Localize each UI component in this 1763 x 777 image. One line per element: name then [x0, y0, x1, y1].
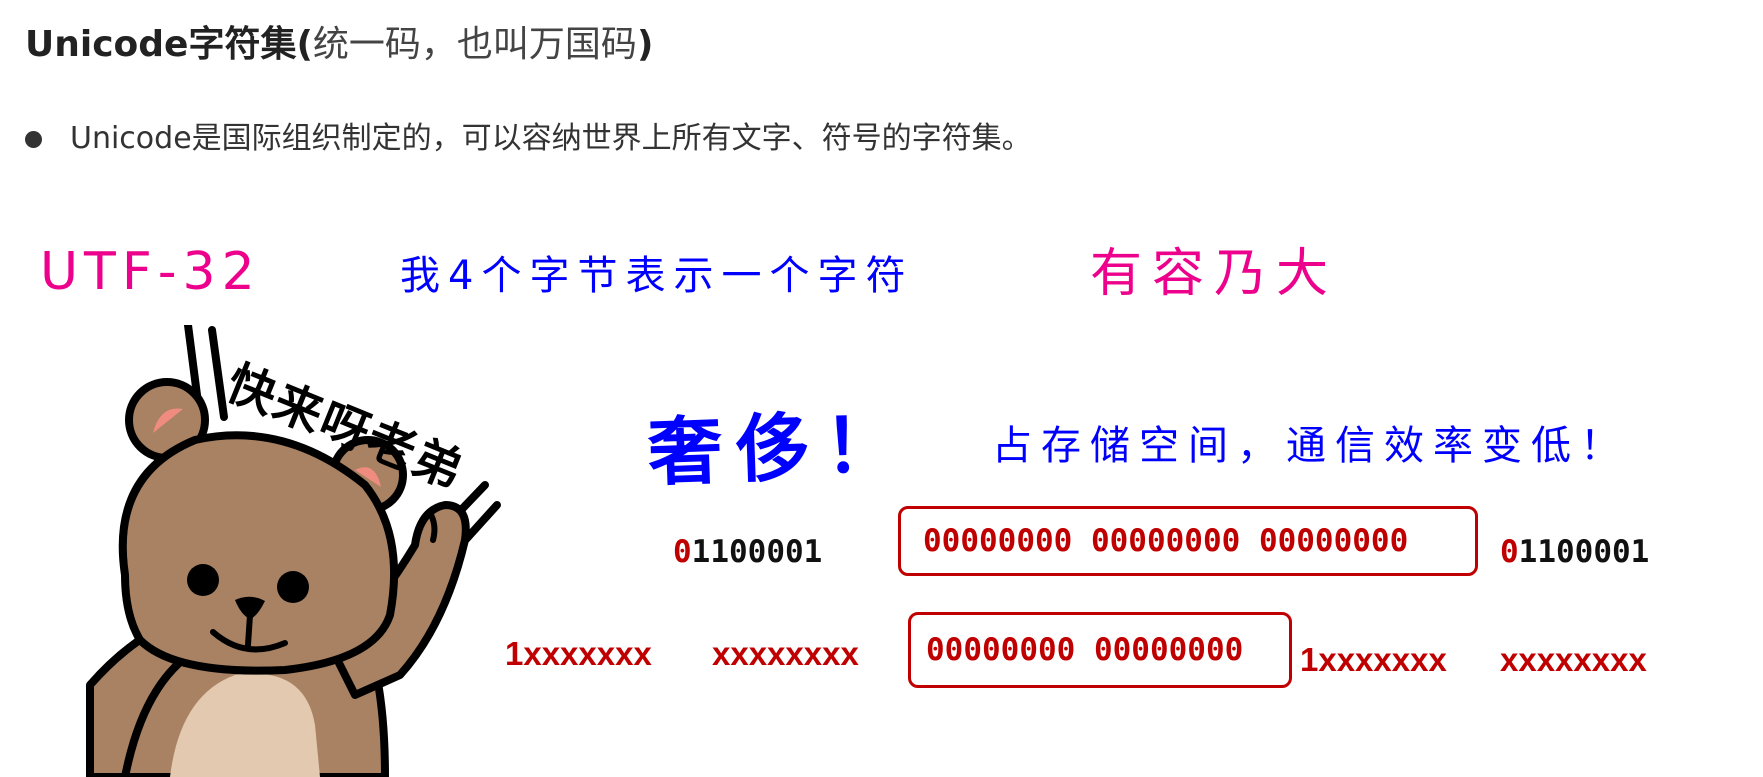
- utf32-label: UTF-32: [40, 242, 261, 302]
- title-bold: Unicode字符集(: [25, 24, 313, 65]
- page-title: Unicode字符集(统一码，也叫万国码): [25, 22, 653, 68]
- title-subtitle: 统一码，也叫万国码: [312, 24, 637, 65]
- bullet-item: Unicode是国际组织制定的，可以容纳世界上所有文字、符号的字符集。: [25, 118, 1032, 160]
- utf32-description: 我4个字节表示一个字符: [400, 253, 914, 299]
- utf32-praise: 有容乃大: [1090, 244, 1339, 304]
- utf32-padding-bytes-2: 00000000 00000000: [926, 632, 1244, 668]
- waving-bear-icon: [86, 325, 501, 777]
- bullet-dot-icon: [25, 130, 42, 148]
- lavish-description: 占存储空间，通信效率变低！: [992, 423, 1629, 469]
- two-byte-char-low: xxxxxxxx: [712, 635, 859, 672]
- utf32-padding-box-2: 00000000 00000000: [908, 612, 1292, 688]
- utf32-padding-bytes: 00000000 00000000 00000000: [923, 523, 1409, 559]
- ascii-leading-bit: 0: [1500, 534, 1519, 570]
- two-byte-char-low-right: xxxxxxxx: [1500, 641, 1647, 678]
- ascii-rest-bits: 1100001: [1518, 534, 1650, 570]
- ascii-byte-left: 01100001: [673, 532, 822, 572]
- lavish-label: 奢侈！: [646, 401, 914, 497]
- two-byte-char-high: 1xxxxxxx: [505, 635, 652, 672]
- ascii-leading-bit: 0: [673, 534, 692, 570]
- title-close-paren: ): [636, 24, 654, 65]
- ascii-rest-bits: 1100001: [691, 534, 823, 570]
- bullet-text: Unicode是国际组织制定的，可以容纳世界上所有文字、符号的字符集。: [70, 121, 1032, 156]
- ascii-byte-right: 01100001: [1500, 532, 1649, 572]
- utf32-padding-box: 00000000 00000000 00000000: [898, 506, 1478, 576]
- two-byte-char-high-right: 1xxxxxxx: [1300, 641, 1447, 678]
